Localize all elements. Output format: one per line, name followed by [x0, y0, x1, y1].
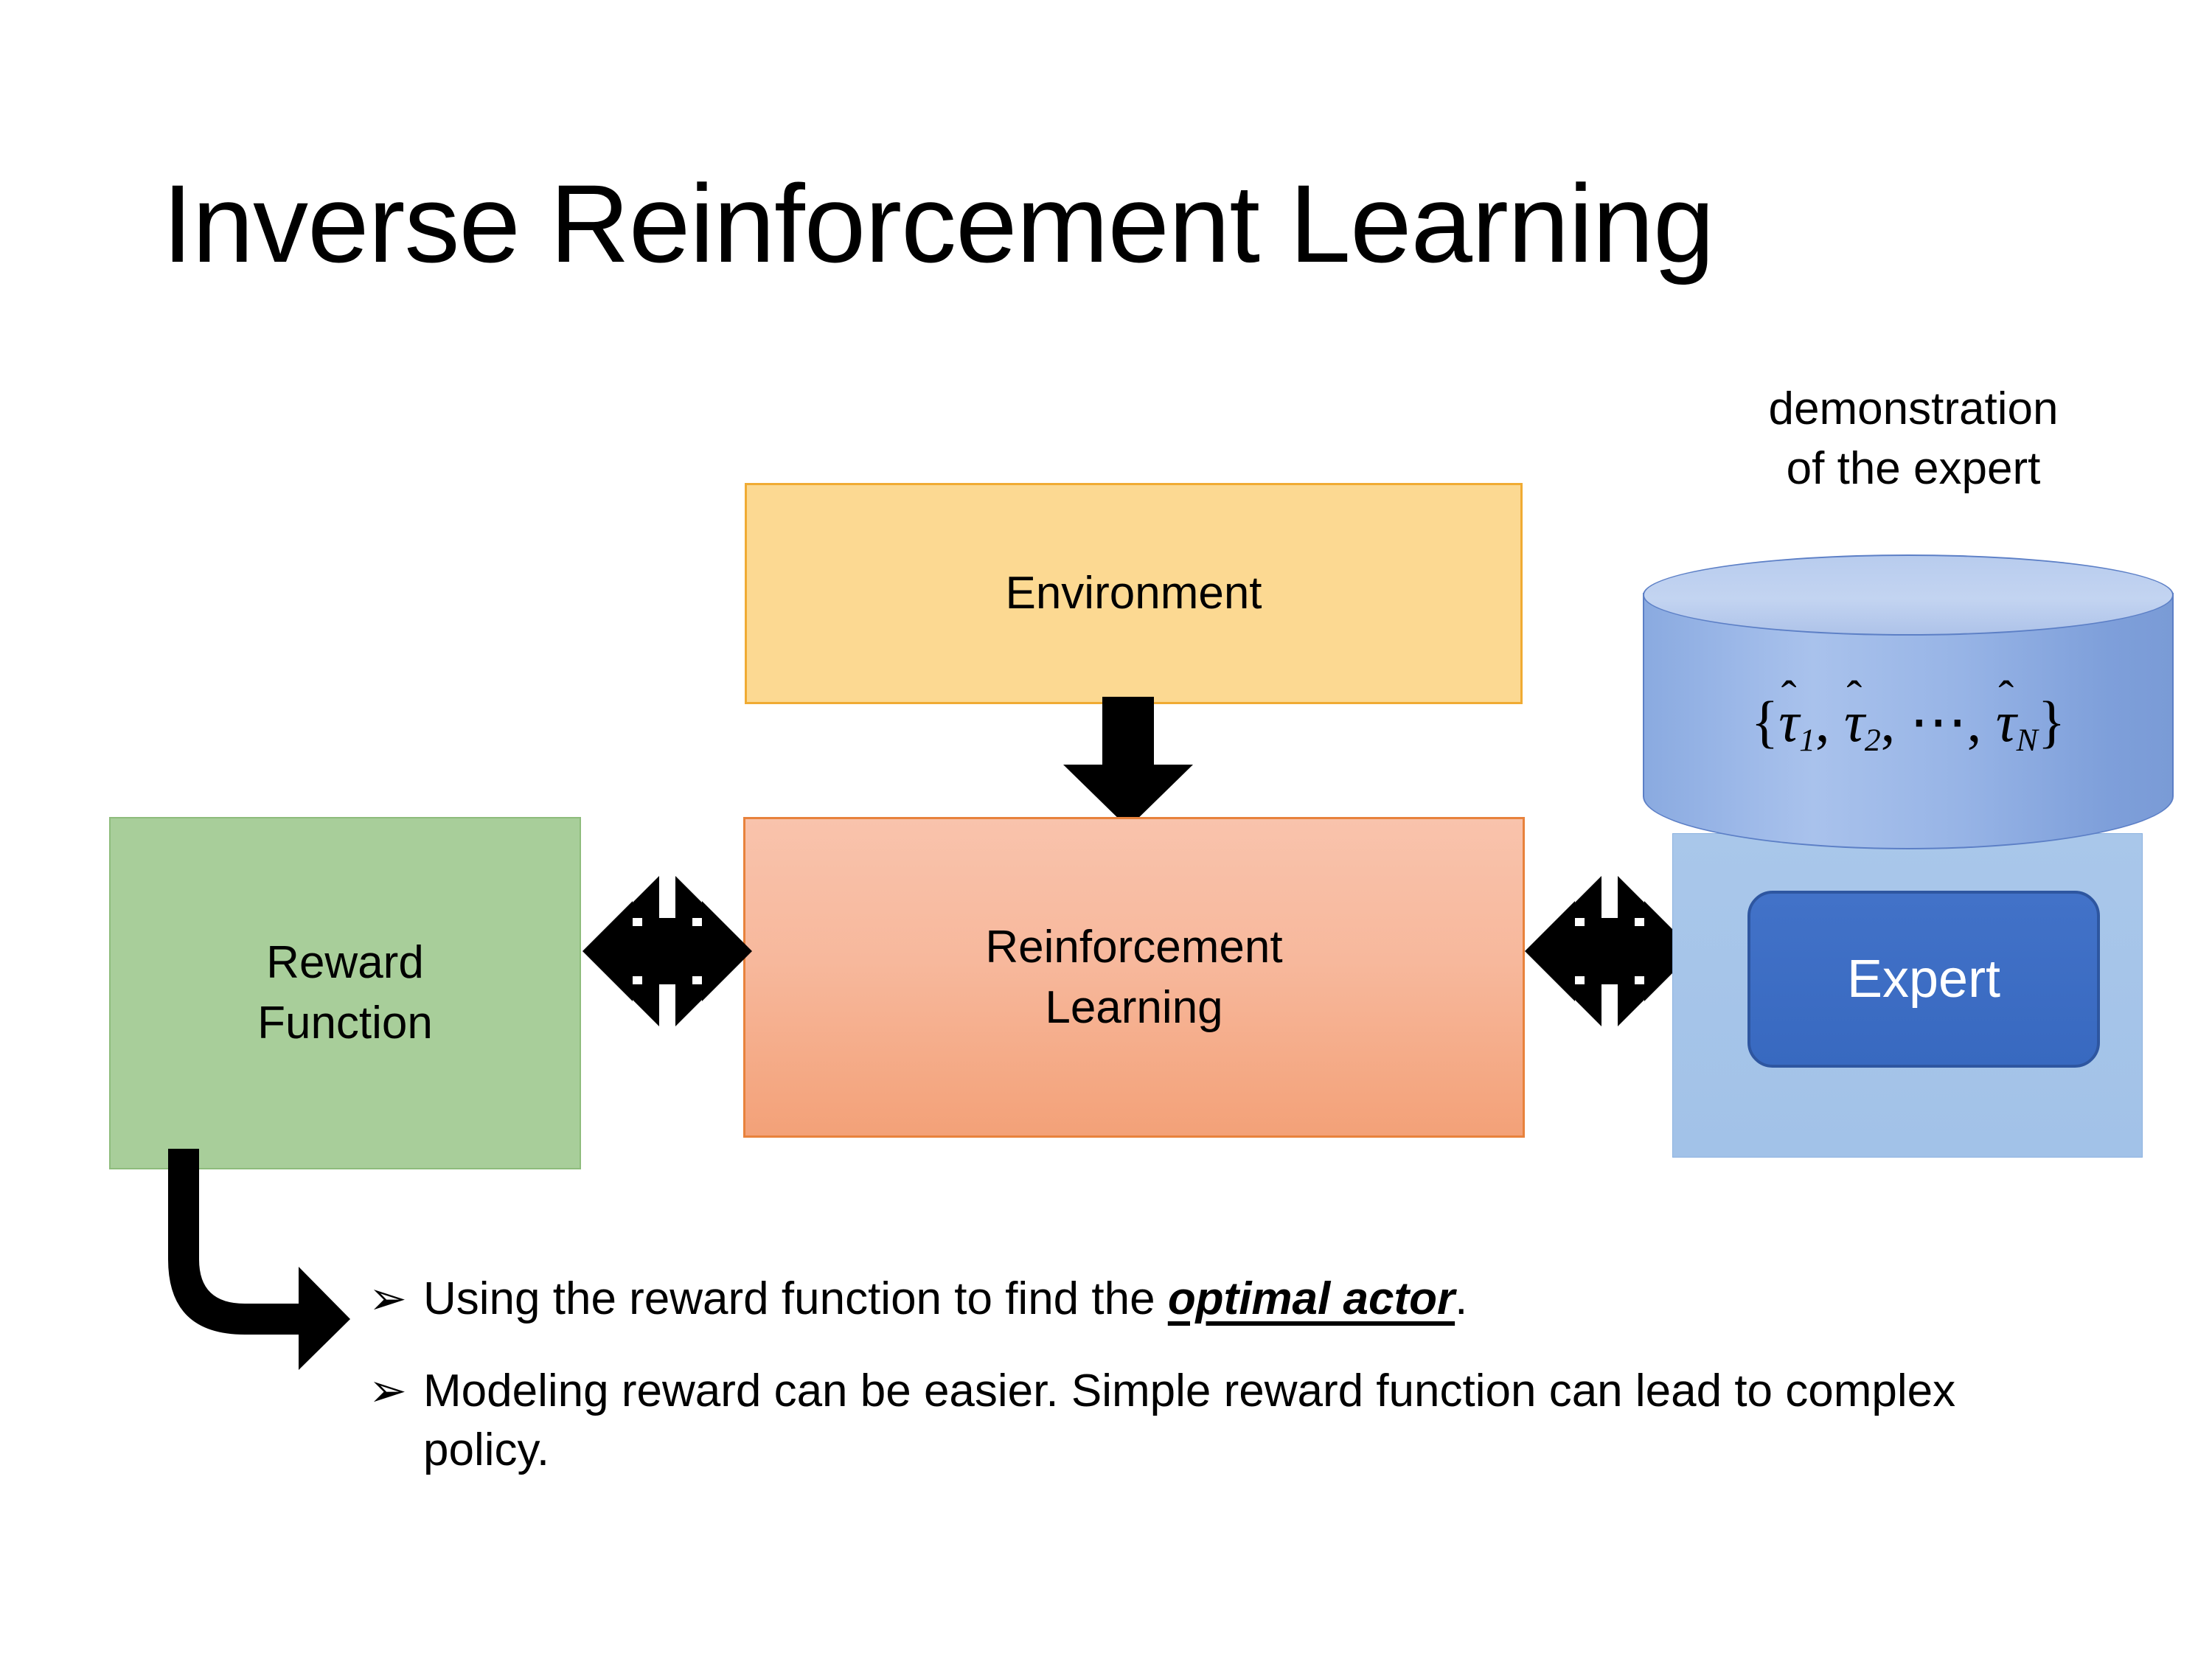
demonstration-caption-line-2: of the expert	[1786, 442, 2041, 494]
cylinder-body	[1643, 593, 2174, 849]
rl-label-line-1: Reinforcement	[985, 921, 1283, 973]
list-item: ➢ Using the reward function to find the …	[369, 1270, 2094, 1329]
environment-to-rl-arrow-icon	[1063, 697, 1193, 828]
page-title: Inverse Reinforcement Learning	[162, 161, 1715, 285]
expert-box[interactable]: Expert	[1747, 891, 2100, 1068]
reward-rl-link-four-way-arrow-icon	[582, 866, 752, 1036]
formula-comma-3: ,	[1966, 689, 1982, 754]
bullet-2-text: Modeling reward can be easier. Simple re…	[423, 1365, 1956, 1476]
bullet-1-emphasis: optimal actor	[1167, 1273, 1455, 1324]
formula-comma-1: ,	[1815, 689, 1830, 754]
bullet-1-text: Using the reward function to find the op…	[423, 1270, 2094, 1329]
demonstration-caption: demonstration of the expert	[1644, 380, 2183, 498]
cylinder-top-ellipse	[1643, 554, 2174, 636]
reward-label-line-1: Reward	[266, 937, 424, 989]
demonstration-caption-line-1: demonstration	[1768, 383, 2059, 434]
bullet-arrow-icon: ➢	[369, 1365, 407, 1416]
bullet-list: ➢ Using the reward function to find the …	[369, 1270, 2094, 1513]
rl-label-line-2: Learning	[1045, 981, 1223, 1033]
formula-close-brace: }	[2037, 689, 2066, 754]
bullet-1-text-before: Using the reward function to find the	[423, 1273, 1168, 1324]
formula-subscript-2: 2	[1864, 723, 1881, 759]
rl-expert-link-four-way-arrow-icon	[1525, 866, 1694, 1036]
formula-comma-2: ,	[1880, 689, 1896, 754]
trajectory-set-formula: {̂τ1, ̂τ2, ⋯, ̂τN}	[1643, 689, 2174, 759]
formula-subscript-n: N	[2016, 723, 2038, 759]
reinforcement-learning-box-label: Reinforcement Learning	[985, 917, 1282, 1038]
list-item: ➢ Modeling reward can be easier. Simple …	[369, 1362, 2094, 1481]
reinforcement-learning-box[interactable]: Reinforcement Learning	[743, 817, 1525, 1138]
formula-tau-2: τ	[1843, 689, 1865, 754]
reward-function-box[interactable]: Reward Function	[109, 817, 581, 1169]
expert-box-label: Expert	[1846, 950, 2001, 1009]
formula-subscript-1: 1	[1799, 723, 1815, 759]
reward-to-bullets-elbow-arrow-icon	[168, 1149, 350, 1370]
demonstration-cylinder: {̂τ1, ̂τ2, ⋯, ̂τN}	[1643, 554, 2174, 849]
reward-label-line-2: Function	[257, 998, 433, 1048]
environment-box[interactable]: Environment	[745, 483, 1523, 704]
formula-tau-1: τ	[1778, 689, 1800, 754]
reward-function-box-label: Reward Function	[257, 933, 433, 1054]
formula-tau-n: τ	[1995, 689, 2017, 754]
environment-box-label: Environment	[1005, 568, 1262, 619]
bullet-1-text-after: .	[1455, 1273, 1468, 1324]
formula-open-brace: {	[1750, 689, 1779, 754]
bullet-arrow-icon: ➢	[369, 1273, 407, 1324]
formula-ellipsis: ⋯	[1909, 689, 1967, 754]
